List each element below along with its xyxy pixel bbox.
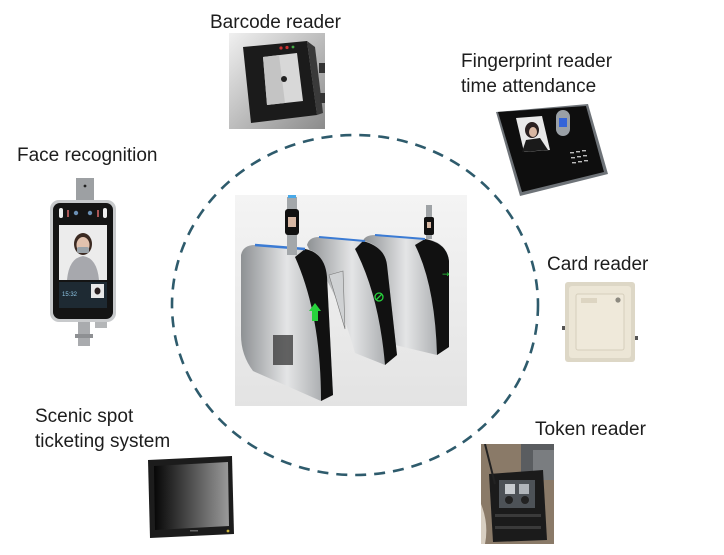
face-recognition-terminal-icon: 15:32 bbox=[50, 178, 116, 346]
fingerprint-terminal-icon bbox=[496, 104, 608, 196]
svg-text:→: → bbox=[442, 270, 450, 280]
ticketing-system-label-line1: Scenic spot bbox=[35, 406, 134, 427]
token-reader-image bbox=[481, 444, 554, 544]
ticketing-monitor-image bbox=[146, 456, 236, 540]
card-reader-label: Card reader bbox=[547, 254, 649, 275]
token-reader-label: Token reader bbox=[535, 419, 646, 440]
card-reader-image bbox=[561, 280, 639, 366]
svg-text:15:32: 15:32 bbox=[62, 292, 78, 298]
fingerprint-terminal-image bbox=[490, 100, 620, 200]
dashed-ring bbox=[170, 133, 540, 477]
card-reader-icon bbox=[562, 282, 638, 362]
barcode-reader-image bbox=[229, 33, 325, 129]
face-recognition-image: 15:32 bbox=[45, 178, 125, 348]
fingerprint-reader-label-line1: Fingerprint reader bbox=[461, 51, 613, 72]
barcode-reader-icon bbox=[243, 41, 325, 123]
face-recognition-label: Face recognition bbox=[17, 145, 158, 166]
barcode-reader-label: Barcode reader bbox=[210, 12, 341, 33]
speed-gate-turnstile-icon: → bbox=[241, 195, 450, 401]
ticketing-system-label-line2: ticketing system bbox=[35, 431, 171, 452]
fingerprint-reader-label-line2: time attendance bbox=[461, 76, 597, 97]
ticketing-monitor-icon bbox=[148, 456, 234, 538]
token-reader-icon bbox=[481, 444, 554, 544]
turnstile-image: → bbox=[235, 195, 467, 406]
